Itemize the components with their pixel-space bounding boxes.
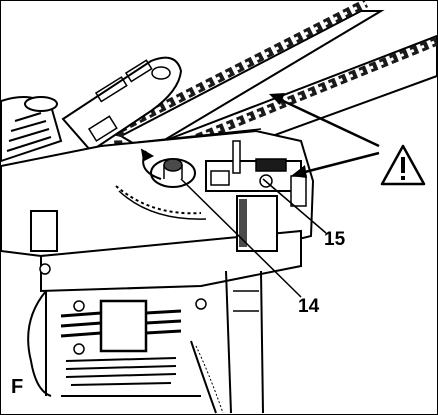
top-handle <box>61 56 183 153</box>
warning-arrows <box>269 93 380 178</box>
chain-tensioner-assembly <box>205 140 307 252</box>
callout-label-14: 14 <box>298 296 320 317</box>
leader-lines <box>180 178 327 298</box>
figure-letter: F <box>11 376 24 398</box>
chain-adjuster-dial <box>115 148 207 220</box>
caution-triangle-icon <box>380 144 426 186</box>
callout-label-15: 15 <box>324 229 346 250</box>
engine-housing <box>1 96 63 163</box>
rear-handle <box>27 270 264 414</box>
